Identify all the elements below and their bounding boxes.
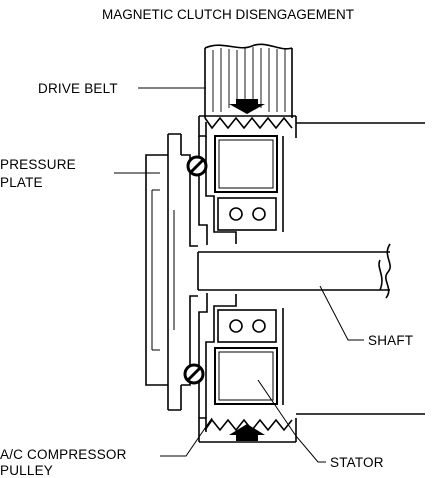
leader-stator <box>257 379 326 463</box>
leader-shaft <box>319 285 364 341</box>
stator-upper-inner <box>218 139 274 189</box>
belt-force-arrow <box>229 99 265 114</box>
label-pulley-line2: PULLEY <box>0 463 53 478</box>
label-drive-belt: DRIVE BELT <box>38 81 118 96</box>
drive-belt <box>204 43 293 118</box>
pressure-plate <box>145 133 198 411</box>
rivet-lower-icon <box>183 363 205 385</box>
label-stator: STATOR <box>330 455 384 470</box>
label-shaft: SHAFT <box>368 333 413 348</box>
stator-lower <box>214 347 278 405</box>
label-pressure-plate-line2: PLATE <box>0 175 43 190</box>
leader-lines <box>114 87 364 463</box>
bottom-pulley-groove <box>198 417 297 443</box>
diagram-title: MAGNETIC CLUTCH DISENGAGEMENT <box>102 7 354 22</box>
top-pulley-groove <box>198 115 297 138</box>
leader-pulley <box>160 417 213 457</box>
label-pulley-line1: A/C COMPRESSOR <box>0 447 127 462</box>
pulley-force-arrow <box>229 424 265 441</box>
rivet-upper-icon <box>186 155 208 177</box>
compressor-housing <box>282 122 425 415</box>
stator-lower-inner <box>218 351 274 401</box>
bearing-lower <box>217 309 277 343</box>
label-pressure-plate-line1: PRESSURE <box>0 157 76 172</box>
bearing-upper <box>217 197 277 231</box>
stator-upper <box>214 135 278 193</box>
shaft <box>197 243 391 299</box>
